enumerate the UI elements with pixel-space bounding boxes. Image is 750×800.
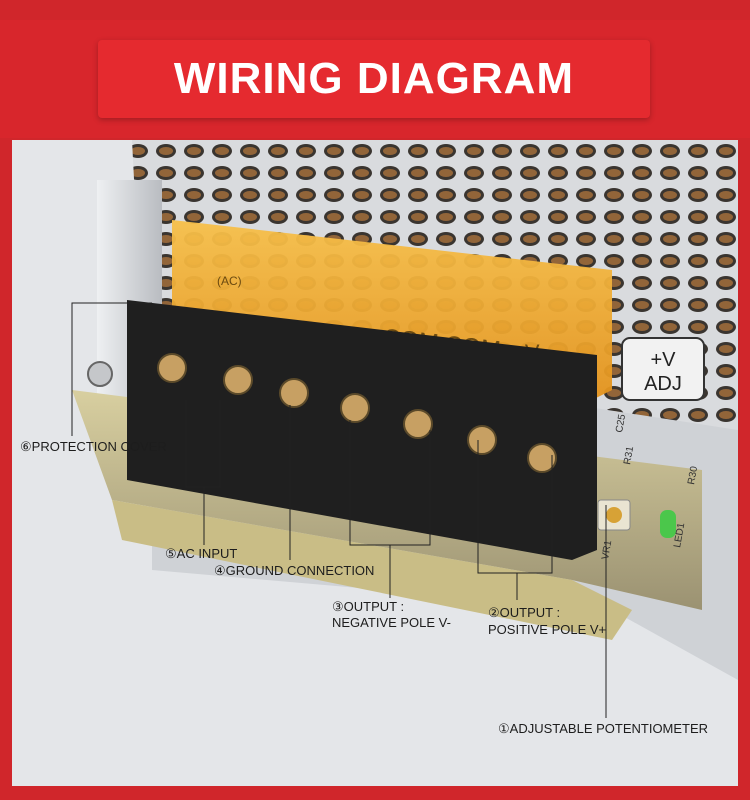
board-label-c25: C25 xyxy=(614,413,628,433)
ac-input-bracket xyxy=(185,400,221,488)
board-label-r30: R30 xyxy=(686,465,700,485)
negative-pole-bracket xyxy=(349,420,431,546)
callout-adjustable-potentiometer: ①ADJUSTABLE POTENTIOMETER xyxy=(498,721,709,736)
callout-output-negative-1: ③OUTPUT : xyxy=(332,599,405,614)
callout-ac-input: ⑤AC INPUT xyxy=(165,546,238,561)
page-title: WIRING DIAGRAM xyxy=(173,54,575,103)
adj-badge xyxy=(621,337,705,401)
positive-pole-bracket xyxy=(477,440,553,574)
callout-output-negative-2: NEGATIVE POLE V- xyxy=(332,615,451,630)
cover-label-ac: (AC) xyxy=(217,274,242,288)
callout-output-positive-2: POSITIVE POLE V+ xyxy=(488,622,607,637)
adj-badge-line1: +V xyxy=(650,349,676,371)
title-banner: WIRING DIAGRAM xyxy=(98,40,650,118)
callout-output-positive-1: ②OUTPUT : xyxy=(488,605,561,620)
terminal-block xyxy=(127,300,597,560)
led-indicator xyxy=(660,510,676,538)
adj-badge-line2: ADJ xyxy=(644,373,682,395)
callout-protection-cover: ⑥PROTECTION COVER xyxy=(20,439,167,454)
protection-cover-leader xyxy=(71,302,152,436)
board-label-led1: LED1 xyxy=(672,522,687,549)
callout-ground-connection: ④GROUND CONNECTION xyxy=(214,563,375,578)
power-supply-illustration: (AC) COM COM +V + +V ADJ C25 R31 R30 LED… xyxy=(12,140,738,786)
terminal-screws xyxy=(87,353,557,473)
board-label-r31: R31 xyxy=(622,445,636,465)
product-photo: (AC) COM COM +V + +V ADJ C25 R31 R30 LED… xyxy=(12,140,738,786)
board-label-vr1: VR1 xyxy=(600,539,614,560)
